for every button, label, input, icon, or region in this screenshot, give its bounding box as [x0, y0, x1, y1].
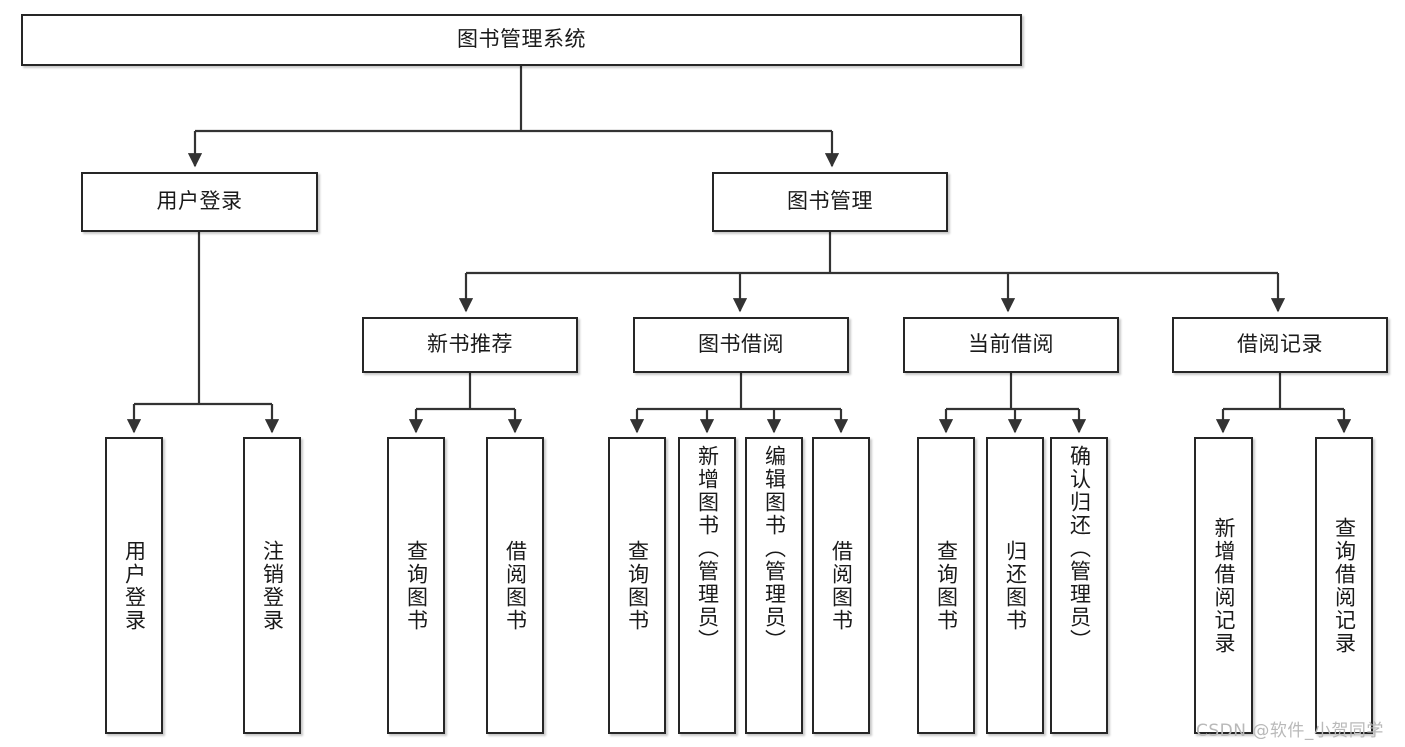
node-root-label: 图书管理系统 [457, 27, 586, 52]
node-new-book-recommend-label: 新书推荐 [427, 332, 513, 357]
node-leaf-query-book-borrow[interactable]: 查询图书 [608, 437, 666, 734]
node-leaf-user-login[interactable]: 用户登录 [105, 437, 163, 734]
node-leaf-borrow-book[interactable]: 借阅图书 [812, 437, 870, 734]
edge-group-current-borrow [938, 373, 1087, 434]
node-user-login[interactable]: 用户登录 [81, 172, 318, 232]
edge-group-borrow-record [1215, 373, 1352, 434]
node-leaf-query-book-current[interactable]: 查询图书 [917, 437, 975, 734]
node-leaf-return-book-label: 归还图书 [1003, 539, 1028, 632]
node-borrow-record-label: 借阅记录 [1237, 332, 1323, 357]
node-leaf-edit-book-admin[interactable]: 编辑图书（管理员） [745, 437, 803, 734]
node-leaf-borrow-book-rec[interactable]: 借阅图书 [486, 437, 544, 734]
node-leaf-query-book-borrow-label: 查询图书 [625, 539, 650, 632]
node-leaf-user-login-label: 用户登录 [122, 539, 147, 632]
node-leaf-add-book-admin-label: 新增图书（管理员） [695, 445, 720, 652]
node-book-borrow[interactable]: 图书借阅 [633, 317, 849, 373]
node-leaf-logout[interactable]: 注销登录 [243, 437, 301, 734]
node-leaf-add-book-admin[interactable]: 新增图书（管理员） [678, 437, 736, 734]
node-leaf-borrow-book-label: 借阅图书 [829, 539, 854, 632]
edge-group-book-borrow [629, 373, 849, 434]
edge-group-new-book-recommend [408, 373, 523, 434]
node-current-borrow[interactable]: 当前借阅 [903, 317, 1119, 373]
node-root[interactable]: 图书管理系统 [21, 14, 1022, 66]
node-leaf-return-book[interactable]: 归还图书 [986, 437, 1044, 734]
node-leaf-logout-label: 注销登录 [260, 539, 285, 632]
node-borrow-record[interactable]: 借阅记录 [1172, 317, 1388, 373]
node-leaf-query-borrow-record[interactable]: 查询借阅记录 [1315, 437, 1373, 734]
node-book-manage-label: 图书管理 [787, 189, 873, 214]
node-leaf-confirm-return-admin-label: 确认归还（管理员） [1067, 445, 1092, 652]
node-leaf-query-borrow-record-label: 查询借阅记录 [1332, 516, 1357, 655]
node-leaf-edit-book-admin-label: 编辑图书（管理员） [762, 445, 787, 652]
node-new-book-recommend[interactable]: 新书推荐 [362, 317, 578, 373]
node-user-login-label: 用户登录 [156, 189, 243, 214]
edge-group-root [187, 66, 840, 168]
node-book-manage[interactable]: 图书管理 [712, 172, 948, 232]
node-leaf-confirm-return-admin[interactable]: 确认归还（管理员） [1050, 437, 1108, 734]
node-leaf-query-book-current-label: 查询图书 [934, 539, 959, 632]
edge-group-book-manage [458, 232, 1286, 313]
edge-group-user-login [126, 232, 280, 434]
node-leaf-query-book-rec-label: 查询图书 [404, 539, 429, 632]
node-leaf-borrow-book-rec-label: 借阅图书 [503, 539, 528, 632]
node-leaf-add-borrow-record[interactable]: 新增借阅记录 [1194, 437, 1253, 734]
node-leaf-add-borrow-record-label: 新增借阅记录 [1212, 516, 1236, 655]
node-leaf-query-book-rec[interactable]: 查询图书 [387, 437, 445, 734]
csdn-watermark: CSDN @软件_小贺同学 [1196, 721, 1384, 741]
node-book-borrow-label: 图书借阅 [698, 332, 784, 357]
node-current-borrow-label: 当前借阅 [968, 332, 1054, 357]
